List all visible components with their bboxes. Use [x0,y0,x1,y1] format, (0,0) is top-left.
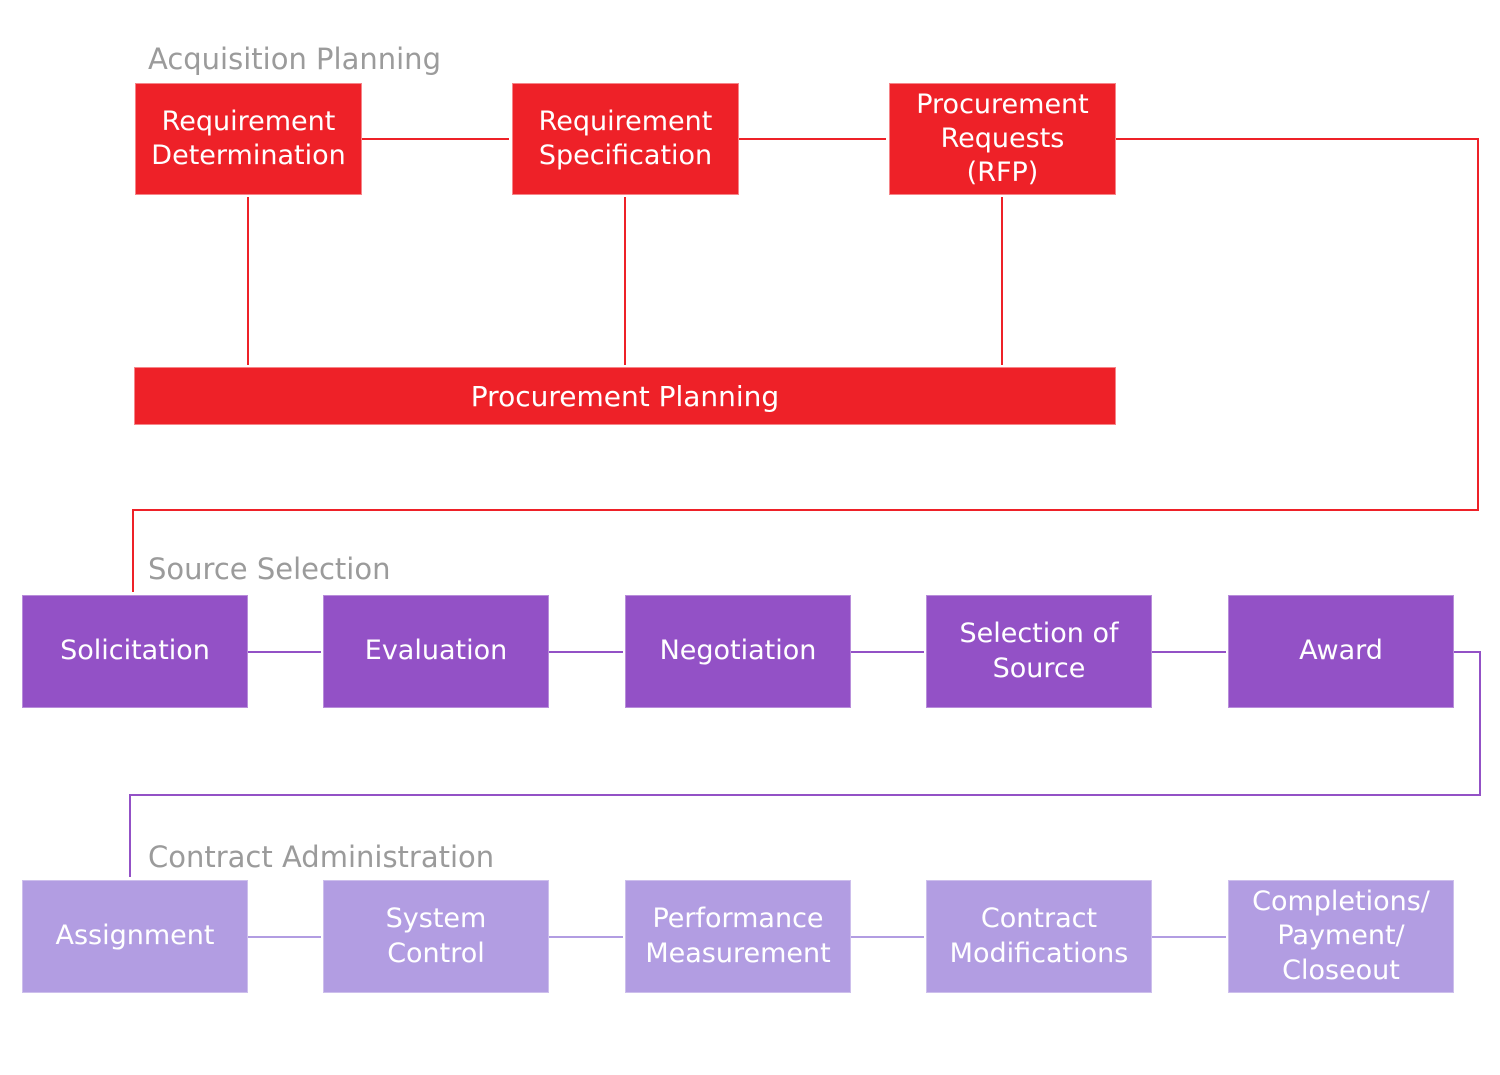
node-assignment: Assignment [22,880,248,993]
connector-procreq-to-solicitation [132,138,1479,592]
node-solicitation: Solicitation [22,595,248,708]
node-negotiation: Negotiation [625,595,851,708]
node-evaluation: Evaluation [323,595,549,708]
node-requirement-specification: Requirement Specification [512,83,739,195]
section-label-source-selection: Source Selection [148,552,391,586]
node-selection-of-source: Selection of Source [926,595,1152,708]
node-contract-modifications: Contract Modifications [926,880,1152,993]
section-label-acquisition-planning: Acquisition Planning [148,42,441,76]
node-requirement-determination: Requirement Determination [135,83,362,195]
node-system-control: System Control [323,880,549,993]
section-label-contract-administration: Contract Administration [148,840,495,874]
node-performance-measurement: Performance Measurement [625,880,851,993]
node-completions-payment-closeout: Completions/ Payment/ Closeout [1228,880,1454,993]
node-procurement-planning-bar: Procurement Planning [134,367,1116,425]
node-procurement-requests-rfp: Procurement Requests (RFP) [889,83,1116,195]
node-award: Award [1228,595,1454,708]
